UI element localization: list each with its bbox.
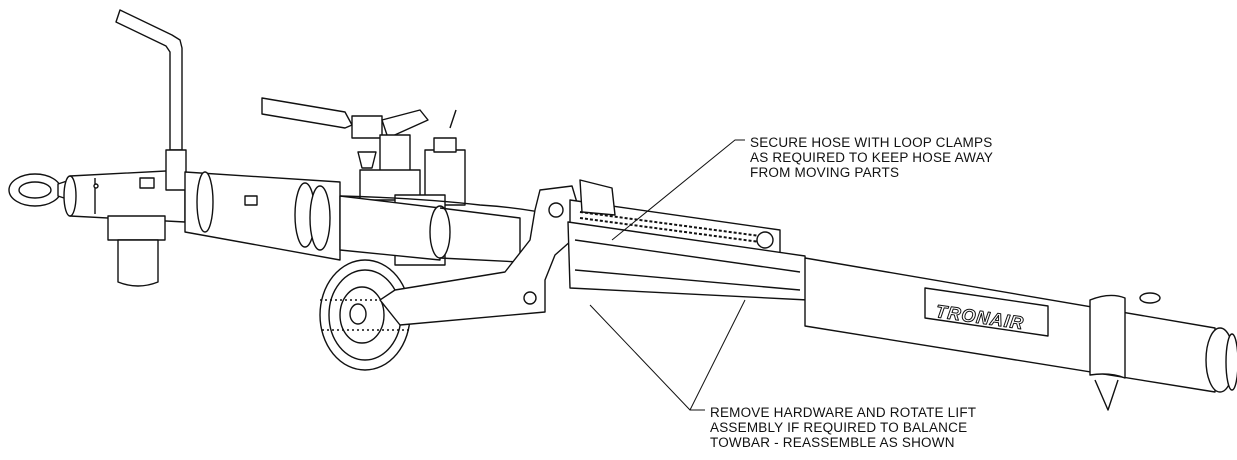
leader-bottom-1: [590, 305, 705, 410]
rear-tube: [805, 258, 1237, 410]
callout-remove-hardware-line-1: REMOVE HARDWARE AND ROTATE LIFT: [710, 405, 977, 420]
pump-cylinder: [340, 196, 520, 262]
callout-secure-hose-line-3: FROM MOVING PARTS: [750, 165, 900, 180]
tow-ring: [9, 174, 70, 206]
callout-remove-hardware-line-3: TOWBAR - REASSEMBLE AS SHOWN: [710, 435, 955, 450]
wheel: [320, 260, 414, 370]
leader-bottom-2: [690, 300, 745, 410]
leader-lines: [590, 140, 745, 410]
callout-remove-hardware: REMOVE HARDWARE AND ROTATE LIFT ASSEMBLY…: [710, 405, 976, 450]
tall-handle: [116, 10, 186, 190]
callout-secure-hose-line-2: AS REQUIRED TO KEEP HOSE AWAY: [750, 150, 994, 165]
leader-top: [612, 140, 745, 240]
callout-secure-hose-line-1: SECURE HOSE WITH LOOP CLAMPS: [750, 135, 993, 150]
main-tube: [185, 172, 340, 260]
support-foot: [108, 216, 165, 286]
callout-remove-hardware-line-2: ASSEMBLY IF REQUIRED TO BALANCE: [710, 420, 968, 435]
callout-secure-hose: SECURE HOSE WITH LOOP CLAMPS AS REQUIRED…: [750, 135, 993, 180]
